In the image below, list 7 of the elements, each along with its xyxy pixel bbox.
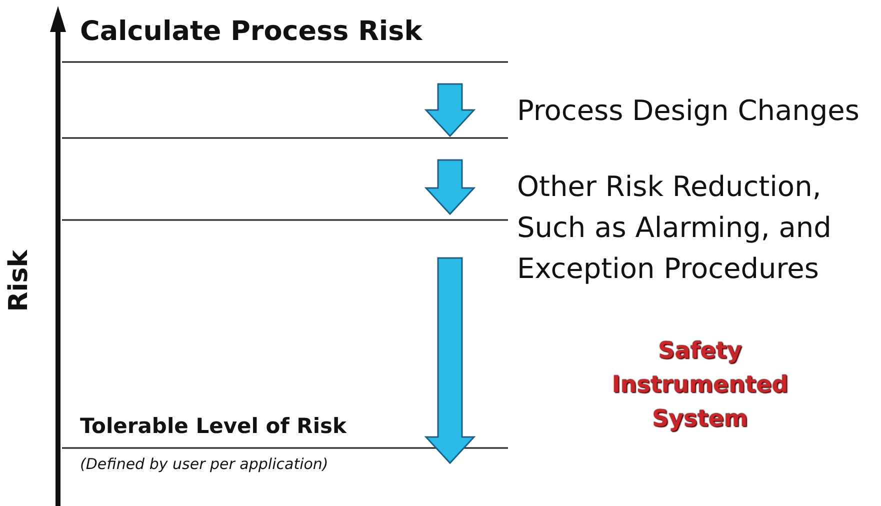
system-label: Safety Instrumented System — [610, 337, 790, 434]
axis-label: Risk — [4, 250, 35, 312]
reduction-label: Other Risk Reduction, Such as Alarming, and Exception Procedures — [517, 169, 832, 287]
reduction-label: Process Design Changes — [517, 94, 860, 127]
note-text: (Defined by user per application) — [80, 455, 330, 473]
top-level-label: Calculate Process Risk — [80, 16, 424, 47]
tolerable-level-label: Tolerable Level of Risk — [80, 414, 348, 438]
